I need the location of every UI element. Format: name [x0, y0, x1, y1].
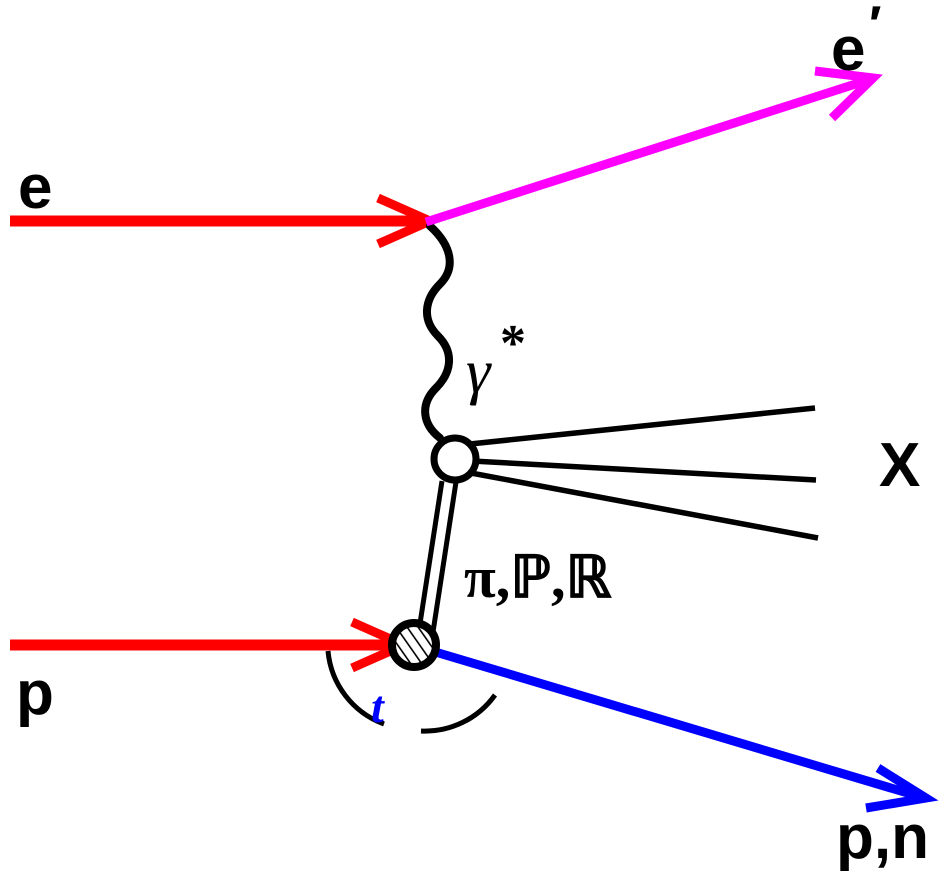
exchange-propagator-edge-left — [416, 480, 445, 631]
incoming-proton-group — [10, 617, 416, 673]
virtual-photon-wavy-line — [421, 222, 454, 442]
label-scattered-electron: e — [831, 15, 865, 84]
incoming-electron-group — [10, 193, 442, 249]
exchange-propagator-edge-right — [430, 481, 459, 633]
hadron-fan-line-2 — [471, 458, 817, 483]
outgoing-baryon-group — [430, 646, 939, 813]
label-virtual-photon: γ — [466, 338, 492, 406]
t-angle-arc — [325, 650, 498, 734]
label-incoming-electron: e — [18, 153, 52, 222]
label-exchange-particles: π,ℙ,ℝ — [464, 545, 612, 610]
label-outgoing-baryon: p,n — [836, 803, 929, 872]
proton-vertex-hatched-blob — [388, 619, 440, 671]
label-momentum-transfer: t — [371, 681, 385, 732]
outgoing-baryon-arrowhead — [865, 764, 939, 813]
label-scattered-electron-prime: ′ — [869, 0, 881, 54]
outgoing-baryon-line — [430, 646, 923, 802]
exchange-propagator-double-line — [416, 480, 459, 633]
hadronic-fan-group — [469, 405, 819, 541]
label-virtual-photon-group: γ * — [466, 315, 526, 406]
scattered-electron-arrowhead — [814, 66, 883, 122]
hadronic-vertex-circle — [430, 434, 480, 484]
label-hadronic-system: X — [879, 431, 920, 500]
hadron-fan-line-1 — [469, 405, 816, 447]
label-scattered-electron-group: e ′ — [831, 0, 881, 84]
hadron-fan-line-3 — [470, 470, 819, 541]
label-incoming-proton: p — [16, 659, 54, 728]
label-virtual-photon-star: * — [500, 315, 526, 372]
scattered-electron-line — [424, 75, 870, 227]
scattered-electron-group — [424, 66, 883, 227]
